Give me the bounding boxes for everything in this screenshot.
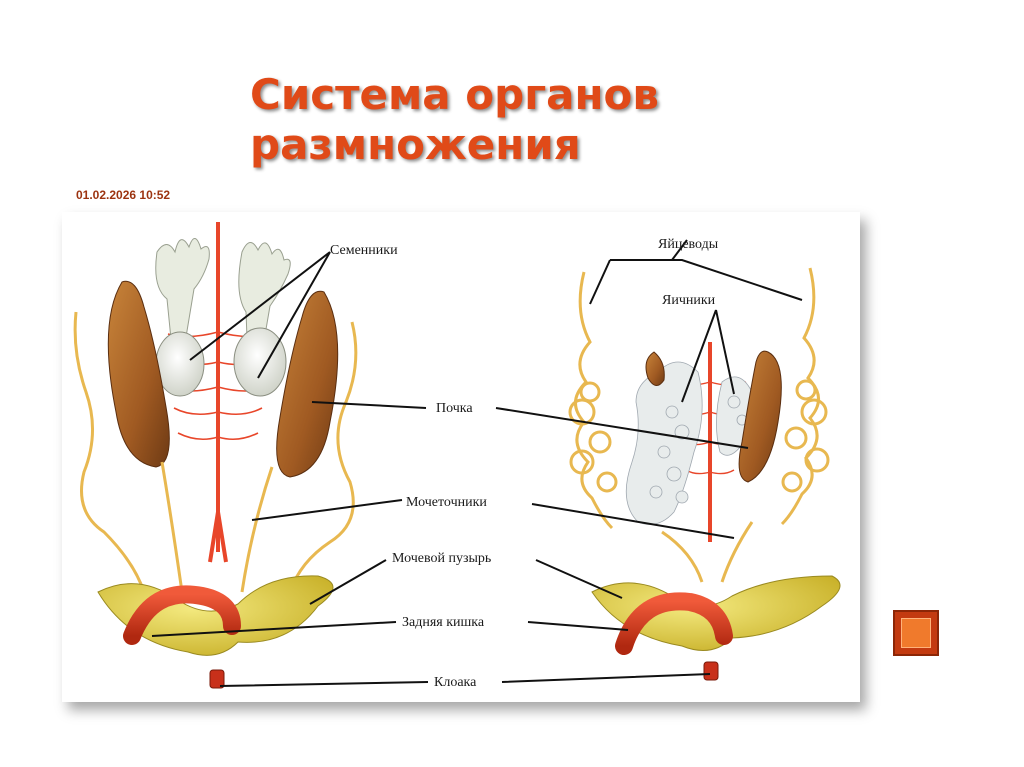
label-ureters: Мочеточники — [406, 495, 487, 510]
reproductive-system-diagram: Семенники Яйцеводы Яичники Почка Мочеточ… — [62, 212, 860, 702]
label-oviducts: Яйцеводы — [658, 237, 719, 252]
label-hindgut: Задняя кишка — [402, 615, 485, 630]
male-right-kidney — [277, 291, 338, 477]
label-bladder: Мочевой пузырь — [392, 551, 491, 566]
label-ovaries: Яичники — [662, 293, 716, 308]
label-testes: Семенники — [330, 243, 398, 258]
left-testis — [156, 332, 204, 396]
label-cloaca: Клоака — [434, 675, 477, 690]
slide-title: Система органов размножения — [250, 70, 659, 170]
female-cloaca — [704, 662, 718, 680]
male-system — [75, 222, 356, 688]
male-left-kidney — [108, 281, 169, 467]
slide-datetime: 01.02.2026 10:52 — [76, 188, 170, 202]
square-button-icon — [901, 618, 931, 648]
slide-title-line-1: Система органов — [250, 70, 659, 120]
male-main-vessel — [210, 222, 226, 562]
slide-title-line-2: размножения — [250, 120, 659, 170]
next-slide-button[interactable] — [893, 610, 939, 656]
right-testis — [234, 328, 286, 396]
label-kidney: Почка — [436, 401, 473, 416]
ovaries-cluster — [626, 362, 754, 524]
diagram-frame: Семенники Яйцеводы Яичники Почка Мочеточ… — [62, 212, 860, 702]
female-system — [570, 268, 840, 680]
